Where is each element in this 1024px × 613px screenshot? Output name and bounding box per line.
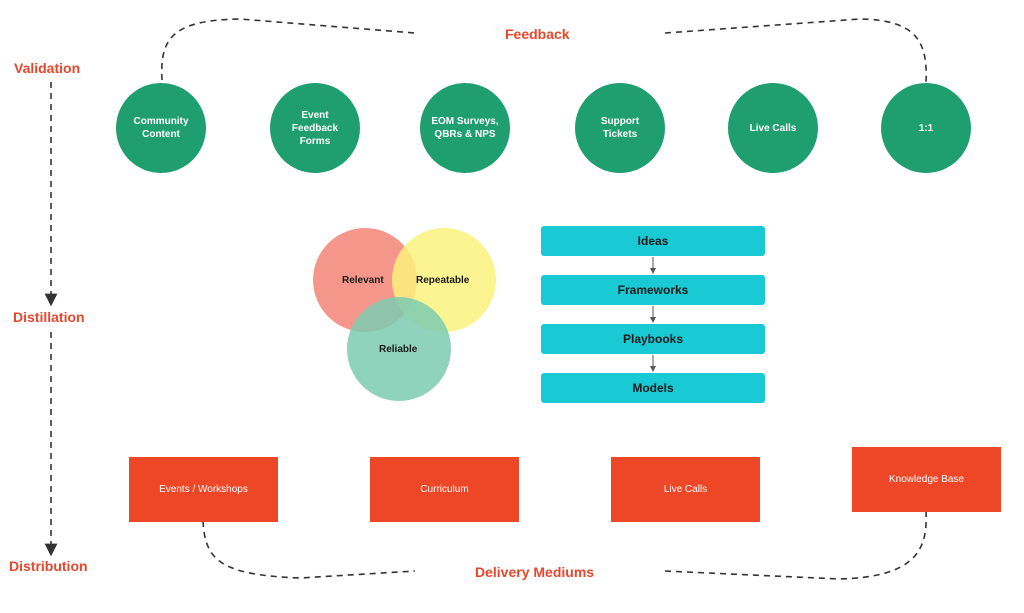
step-ideas: Ideas — [541, 226, 765, 256]
venn-label-reliable: Reliable — [379, 344, 418, 355]
feedback-label: Feedback — [505, 26, 570, 42]
feedback-arc-left — [160, 18, 416, 81]
feedback-source-live-calls: Live Calls — [728, 83, 818, 173]
medium-knowledge-base: Knowledge Base — [852, 447, 1001, 512]
medium-curriculum: Curriculum — [370, 457, 519, 522]
step-frameworks: Frameworks — [541, 275, 765, 305]
stage-distribution-label: Distribution — [9, 558, 88, 574]
venn-circle-reliable — [347, 297, 451, 401]
step-playbooks: Playbooks — [541, 324, 765, 354]
venn-label-relevant: Relevant — [342, 275, 384, 286]
stage-validation-label: Validation — [14, 60, 81, 76]
feedback-source-one-on-one: 1:1 — [881, 83, 971, 173]
medium-events-workshops: Events / Workshops — [129, 457, 278, 522]
stage-distillation-label: Distillation — [13, 309, 85, 325]
feedback-arc-right — [664, 18, 927, 83]
feedback-source-eom-surveys: EOM Surveys, QBRs & NPS — [420, 83, 510, 173]
delivery-arc-right — [664, 511, 927, 580]
feedback-source-event-feedback-forms: Event Feedback Forms — [270, 83, 360, 173]
feedback-source-support-tickets: Support Tickets — [575, 83, 665, 173]
delivery-arc-left — [202, 520, 416, 579]
step-models: Models — [541, 373, 765, 403]
medium-live-calls: Live Calls — [611, 457, 760, 522]
delivery-mediums-label: Delivery Mediums — [475, 564, 595, 580]
venn-label-repeatable: Repeatable — [416, 275, 470, 286]
feedback-source-community-content: Community Content — [116, 83, 206, 173]
